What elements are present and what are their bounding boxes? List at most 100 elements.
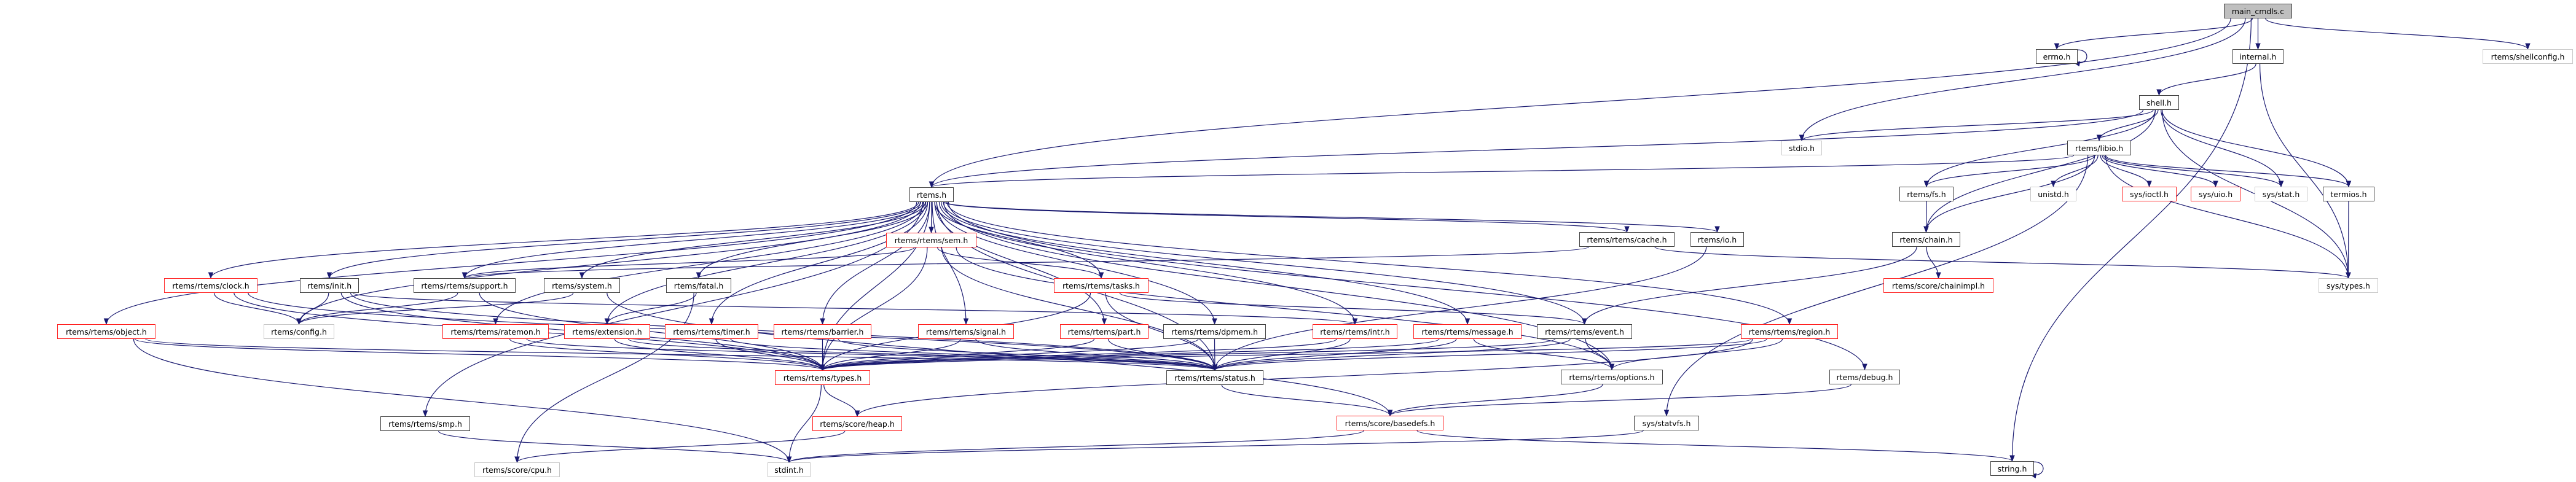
node-clock[interactable]: rtems/rtems/clock.h xyxy=(164,278,257,293)
edge-shell-to-rtems xyxy=(929,109,2144,189)
node-options[interactable]: rtems/rtems/options.h xyxy=(1561,370,1663,384)
edge-main-to-rtems xyxy=(929,18,2231,189)
edge-internal-to-shell xyxy=(2156,63,2256,96)
node-ratemon[interactable]: rtems/rtems/ratemon.h xyxy=(442,324,549,339)
node-uio[interactable]: sys/uio.h xyxy=(2191,187,2240,201)
node-main[interactable]: main_cmdls.c xyxy=(2224,4,2292,18)
edge-options-to-basedefs xyxy=(1387,384,1603,417)
node-shell[interactable]: shell.h xyxy=(2139,95,2179,110)
node-label: rtems/shellconfig.h xyxy=(2491,52,2565,61)
node-region[interactable]: rtems/rtems/region.h xyxy=(1741,324,1838,339)
node-label: rtems/debug.h xyxy=(1836,372,1893,382)
node-label: shell.h xyxy=(2146,98,2172,107)
node-cache[interactable]: rtems/rtems/cache.h xyxy=(1579,232,1675,247)
node-label: rtems/score/cpu.h xyxy=(482,465,552,475)
node-label: rtems/rtems/intr.h xyxy=(1320,327,1390,336)
node-heap[interactable]: rtems/score/heap.h xyxy=(812,416,902,431)
edge-init-to-intr xyxy=(352,292,1357,325)
node-status[interactable]: rtems/rtems/status.h xyxy=(1166,370,1263,385)
node-internal[interactable]: internal.h xyxy=(2232,49,2283,64)
node-libio[interactable]: rtems/libio.h xyxy=(2067,141,2131,155)
edge-message-to-types xyxy=(820,338,1440,371)
node-label: rtems/rtems/message.h xyxy=(1421,327,1514,336)
node-stat[interactable]: sys/stat.h xyxy=(2255,187,2307,201)
node-ioctl[interactable]: sys/ioctl.h xyxy=(2122,187,2177,201)
edge-io-to-status xyxy=(1212,246,1707,371)
node-part[interactable]: rtems/rtems/part.h xyxy=(1060,324,1149,339)
node-label: string.h xyxy=(1997,464,2027,473)
node-dpmem[interactable]: rtems/rtems/dpmem.h xyxy=(1163,324,1266,339)
edge-rtems-to-message xyxy=(941,201,1471,325)
node-label: rtems/init.h xyxy=(307,281,352,290)
edge-ratemon-to-status xyxy=(526,338,1217,371)
node-chain[interactable]: rtems/chain.h xyxy=(1892,232,1960,247)
node-stdio[interactable]: stdio.h xyxy=(1781,141,1822,155)
node-label: rtems/rtems/support.h xyxy=(421,281,508,290)
node-label: rtems/io.h xyxy=(1697,235,1737,244)
edge-chain-to-event xyxy=(1582,246,1917,325)
node-extension[interactable]: rtems/extension.h xyxy=(564,324,650,339)
node-event[interactable]: rtems/rtems/event.h xyxy=(1537,324,1632,339)
node-signal[interactable]: rtems/rtems/signal.h xyxy=(918,324,1014,339)
node-sem[interactable]: rtems/rtems/sem.h xyxy=(886,233,976,247)
node-label: rtems/rtems/part.h xyxy=(1067,327,1141,336)
node-io[interactable]: rtems/io.h xyxy=(1690,232,1744,247)
node-types[interactable]: rtems/rtems/types.h xyxy=(775,370,870,385)
node-intr[interactable]: rtems/rtems/intr.h xyxy=(1313,324,1397,339)
node-label: stdint.h xyxy=(774,465,804,475)
node-system[interactable]: rtems/system.h xyxy=(544,278,620,293)
node-fatal[interactable]: rtems/fatal.h xyxy=(666,278,731,293)
node-label: rtems/fatal.h xyxy=(673,281,724,290)
node-termios[interactable]: termios.h xyxy=(2323,187,2374,201)
edge-object-to-types xyxy=(135,338,825,371)
node-label: rtems/libio.h xyxy=(2075,143,2124,153)
node-statvfs[interactable]: sys/statvfs.h xyxy=(1634,416,1699,430)
edge-dpmem-to-types xyxy=(820,338,1199,371)
node-support[interactable]: rtems/rtems/support.h xyxy=(414,278,516,293)
node-config[interactable]: rtems/config.h xyxy=(264,324,334,339)
node-systypes[interactable]: sys/types.h xyxy=(2319,278,2378,293)
node-label: sys/uio.h xyxy=(2198,189,2233,199)
edge-object-to-stdint xyxy=(133,338,792,464)
node-tasks[interactable]: rtems/rtems/tasks.h xyxy=(1054,278,1149,293)
node-rtems[interactable]: rtems.h xyxy=(909,187,954,202)
node-string[interactable]: string.h xyxy=(1990,461,2034,476)
edge-rtems-to-tasks xyxy=(934,201,1104,279)
edge-shell-to-chain xyxy=(1923,109,2156,233)
node-label: sys/statvfs.h xyxy=(1642,418,1691,428)
node-debug[interactable]: rtems/debug.h xyxy=(1829,370,1900,384)
edge-libio-to-unistd xyxy=(2051,155,2099,188)
node-basedefs[interactable]: rtems/score/basedefs.h xyxy=(1337,416,1443,430)
node-label: unistd.h xyxy=(2038,189,2069,199)
edge-libio-to-termios xyxy=(2105,155,2352,188)
node-init[interactable]: rtems/init.h xyxy=(300,278,359,293)
node-cpu[interactable]: rtems/score/cpu.h xyxy=(474,462,560,477)
edge-event-to-status xyxy=(1212,338,1571,371)
edge-shell-to-fs xyxy=(1923,109,2156,188)
edge-part-to-types xyxy=(820,338,1095,371)
edge-rtems-to-clock xyxy=(208,201,919,279)
edge-libio-to-fs xyxy=(1923,155,2095,188)
edge-libio-to-statvfs xyxy=(1663,155,2089,417)
edge-errno-to-errno xyxy=(2073,49,2087,67)
node-object[interactable]: rtems/rtems/object.h xyxy=(57,324,155,339)
node-label: rtems/rtems/options.h xyxy=(1569,372,1655,382)
node-chainimpl[interactable]: rtems/score/chainimpl.h xyxy=(1883,278,1993,293)
node-message[interactable]: rtems/rtems/message.h xyxy=(1413,324,1522,339)
edge-status-to-basedefs xyxy=(1221,384,1393,417)
node-barrier[interactable]: rtems/rtems/barrier.h xyxy=(774,324,871,339)
edge-signal-to-types xyxy=(820,338,961,371)
edge-chain-to-chainimpl xyxy=(1926,246,1941,279)
edge-rtems-to-io xyxy=(945,201,1720,233)
node-unistd[interactable]: unistd.h xyxy=(2030,187,2076,201)
node-label: sys/types.h xyxy=(2327,281,2370,290)
node-fs[interactable]: rtems/fs.h xyxy=(1899,187,1954,201)
node-label: rtems/system.h xyxy=(552,281,612,290)
node-stdint[interactable]: stdint.h xyxy=(768,462,811,477)
node-timer[interactable]: rtems/rtems/timer.h xyxy=(665,324,758,339)
edge-timer-to-status xyxy=(730,338,1218,371)
node-shellconfig[interactable]: rtems/shellconfig.h xyxy=(2483,49,2573,64)
edge-rtems-to-region xyxy=(946,201,1793,325)
node-errno[interactable]: errno.h xyxy=(2036,49,2078,64)
node-smp[interactable]: rtems/rtems/smp.h xyxy=(380,416,470,431)
